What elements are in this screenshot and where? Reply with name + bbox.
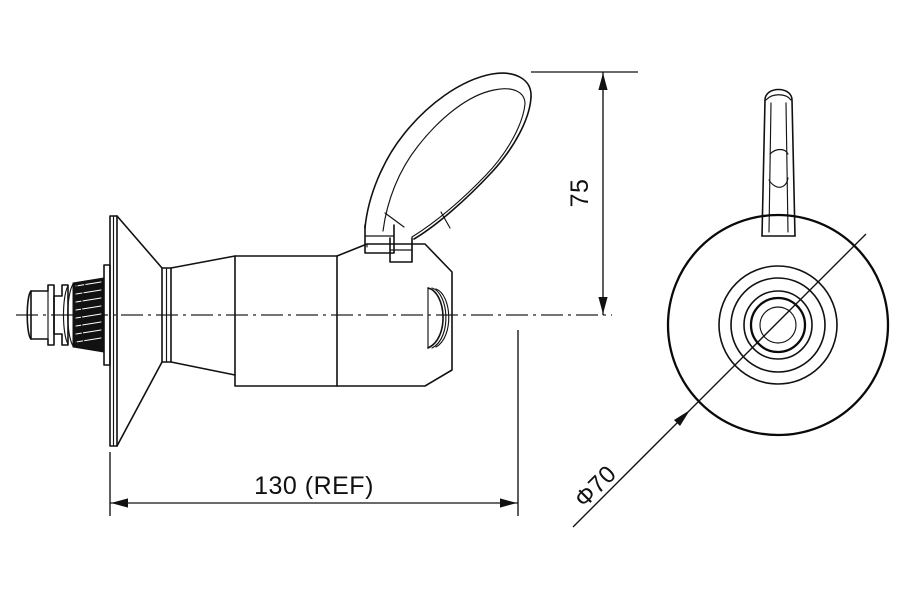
dimension-130-label: 130 (REF) bbox=[254, 472, 374, 500]
dimension-130-ref: 130 (REF) bbox=[109, 330, 519, 516]
side-view-lever-handle bbox=[364, 72, 532, 263]
front-view-lever-handle bbox=[761, 88, 796, 237]
arrowhead-right bbox=[500, 498, 517, 508]
dimension-diameter-70-label: Φ70 bbox=[569, 460, 622, 513]
valve-outlet-cap bbox=[427, 287, 450, 349]
escutcheon-ring-1 bbox=[718, 265, 838, 385]
arrowhead-diagonal bbox=[674, 410, 690, 426]
escutcheon-outer-circle bbox=[666, 213, 890, 437]
arrowhead-down bbox=[598, 297, 608, 314]
escutcheon-ring-2 bbox=[730, 277, 826, 373]
escutcheon-ring-4 bbox=[749, 296, 807, 354]
side-view-inlet-assembly bbox=[26, 264, 111, 366]
dimension-75: 75 bbox=[531, 71, 638, 315]
escutcheon-ring-3 bbox=[743, 290, 813, 360]
side-view-valve-body bbox=[234, 243, 453, 387]
dimension-75-label: 75 bbox=[566, 179, 594, 208]
arrowhead-left bbox=[111, 498, 128, 508]
side-view-escutcheon bbox=[109, 215, 236, 447]
arrowhead-up bbox=[598, 73, 608, 90]
escutcheon-bore-circle bbox=[759, 306, 797, 344]
front-end-view bbox=[666, 88, 890, 437]
inlet-collar bbox=[53, 283, 74, 347]
dimension-diameter-70: Φ70 bbox=[569, 233, 867, 528]
inlet-end-cap bbox=[26, 284, 55, 346]
inlet-threaded-nipple bbox=[72, 277, 105, 353]
